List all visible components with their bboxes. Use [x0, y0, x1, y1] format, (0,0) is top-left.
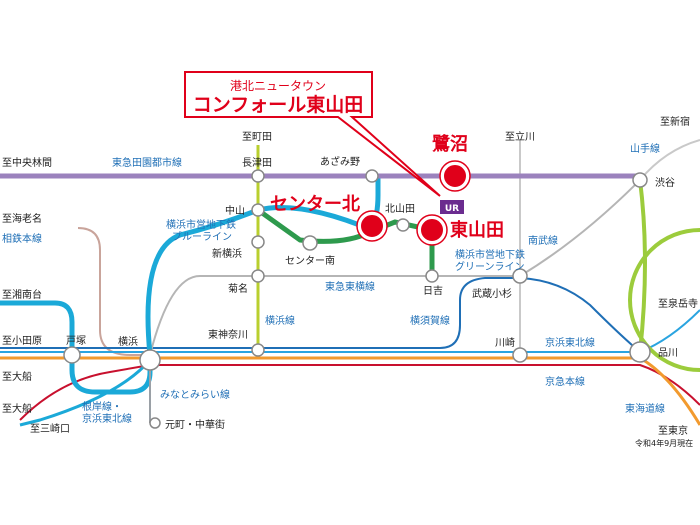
- dest-shinjuku: 至新宿: [660, 115, 690, 128]
- line-minatomirai: みなとみらい線: [160, 388, 230, 401]
- label-kikuna: 菊名: [228, 282, 248, 295]
- label-center-minami: センター南: [285, 254, 335, 267]
- label-nagatsuta: 長津田: [242, 157, 272, 169]
- callout-title: コンフォール東山田: [193, 93, 363, 116]
- label-azamino: あざみ野: [320, 155, 360, 168]
- line-denentoshi: 東急田園都市線: [112, 156, 182, 169]
- marker-musashi-kosugi: [512, 268, 528, 284]
- marker-higashi-kanagawa: [251, 343, 265, 357]
- marker-totsuka: [63, 346, 81, 364]
- label-musashi-kosugi: 武蔵小杉: [472, 287, 512, 300]
- dest-chuo-rinkan: 至中央林間: [2, 156, 52, 169]
- marker-sagino: [440, 161, 470, 191]
- label-higashi-yamata: 東山田: [450, 219, 504, 241]
- dest-sengakuji: 至泉岳寺: [658, 297, 698, 310]
- line-green-1: 横浜市営地下鉄: [455, 248, 525, 261]
- dest-machida: 至町田: [242, 131, 272, 143]
- dest-ebina: 至海老名: [2, 212, 42, 225]
- line-yokohama: 横浜線: [265, 314, 295, 327]
- marker-higashi-yamata-ring: [416, 214, 448, 246]
- dest-misakiguchi: 至三崎口: [30, 422, 70, 435]
- line-keikyu: 京急本線: [545, 375, 585, 388]
- shonan-loop-line: [0, 300, 153, 395]
- label-sagino: 鷺沼: [432, 133, 468, 155]
- dest-ofuna-2: 至大船: [2, 402, 32, 415]
- dest-shonandai: 至湘南台: [2, 288, 42, 301]
- highlight-markers: [356, 160, 471, 246]
- callout: 港北ニュータウン コンフォール東山田: [184, 71, 441, 197]
- sotetsu-line: [77, 227, 150, 356]
- label-kawasaki: 川崎: [495, 336, 515, 349]
- line-blue-2: ブルーライン: [172, 230, 232, 243]
- footnote: 令和4年9月現在: [635, 438, 693, 448]
- marker-hiyoshi: [425, 269, 439, 283]
- dest-tokyo: 至東京: [658, 424, 688, 437]
- label-nakayama: 中山: [225, 204, 245, 217]
- line-toyoko: 東急東横線: [325, 280, 375, 293]
- marker-sagino-ring: [439, 160, 471, 192]
- marker-shibuya: [632, 172, 648, 188]
- marker-kawasaki: [512, 347, 528, 363]
- negishi-line: [19, 359, 152, 427]
- marker-yokohama: [139, 349, 161, 371]
- label-shibuya: 渋谷: [655, 176, 675, 189]
- marker-kitayamata: [396, 218, 410, 232]
- marker-motomachi: [149, 417, 161, 429]
- label-shin-yokohama: 新横浜: [212, 247, 242, 260]
- line-nambu: 南武線: [528, 234, 558, 247]
- line-blue-1: 横浜市営地下鉄: [166, 218, 236, 231]
- station-markers: [63, 169, 651, 429]
- label-motomachi: 元町・中華街: [165, 418, 225, 431]
- label-hiyoshi: 日吉: [423, 285, 443, 297]
- dest-tachikawa: 至立川: [505, 130, 535, 143]
- callout-subtitle: 港北ニュータウン: [230, 79, 326, 93]
- yokosuka-line: [0, 277, 641, 353]
- line-tokaido: 東海道線: [625, 402, 665, 415]
- line-green-2: グリーンライン: [455, 260, 525, 273]
- label-totsuka: 戸塚: [66, 335, 86, 347]
- marker-nagatsuta: [251, 169, 265, 183]
- marker-shinagawa: [629, 341, 651, 363]
- keikyu-line: [19, 364, 700, 421]
- marker-shin-yokohama: [251, 235, 265, 249]
- marker-center-kita-ring: [356, 210, 388, 242]
- label-shinagawa: 品川: [658, 347, 678, 359]
- line-keihin-tohoku: 京浜東北線: [545, 336, 595, 349]
- line-negishi-1: 根岸線・: [82, 400, 122, 413]
- ur-logo: UR: [440, 200, 464, 214]
- line-yokosuka: 横須賀線: [410, 314, 450, 327]
- label-kitayamata: 北山田: [385, 203, 415, 215]
- yamanote-inner: [638, 179, 647, 353]
- label-center-kita: センター北: [270, 194, 360, 215]
- marker-nakayama: [251, 203, 265, 217]
- line-yamanote: 山手線: [630, 142, 660, 155]
- marker-higashi-yamata: [417, 215, 447, 245]
- label-higashi-kanagawa: 東神奈川: [208, 328, 248, 341]
- label-yokohama: 横浜: [118, 335, 138, 348]
- dest-odawara: 至小田原: [2, 335, 42, 347]
- marker-kikuna: [251, 269, 265, 283]
- marker-center-minami: [302, 235, 318, 251]
- line-negishi-2: 京浜東北線: [82, 412, 132, 425]
- yamanote-line: [628, 228, 700, 372]
- line-sotetsu: 相鉄本線: [2, 232, 42, 245]
- marker-azamino: [365, 169, 379, 183]
- callout-box: [184, 71, 441, 197]
- marker-center-kita: [357, 211, 387, 241]
- ur-logo-text: UR: [445, 204, 459, 214]
- dest-ofuna-1: 至大船: [2, 370, 32, 383]
